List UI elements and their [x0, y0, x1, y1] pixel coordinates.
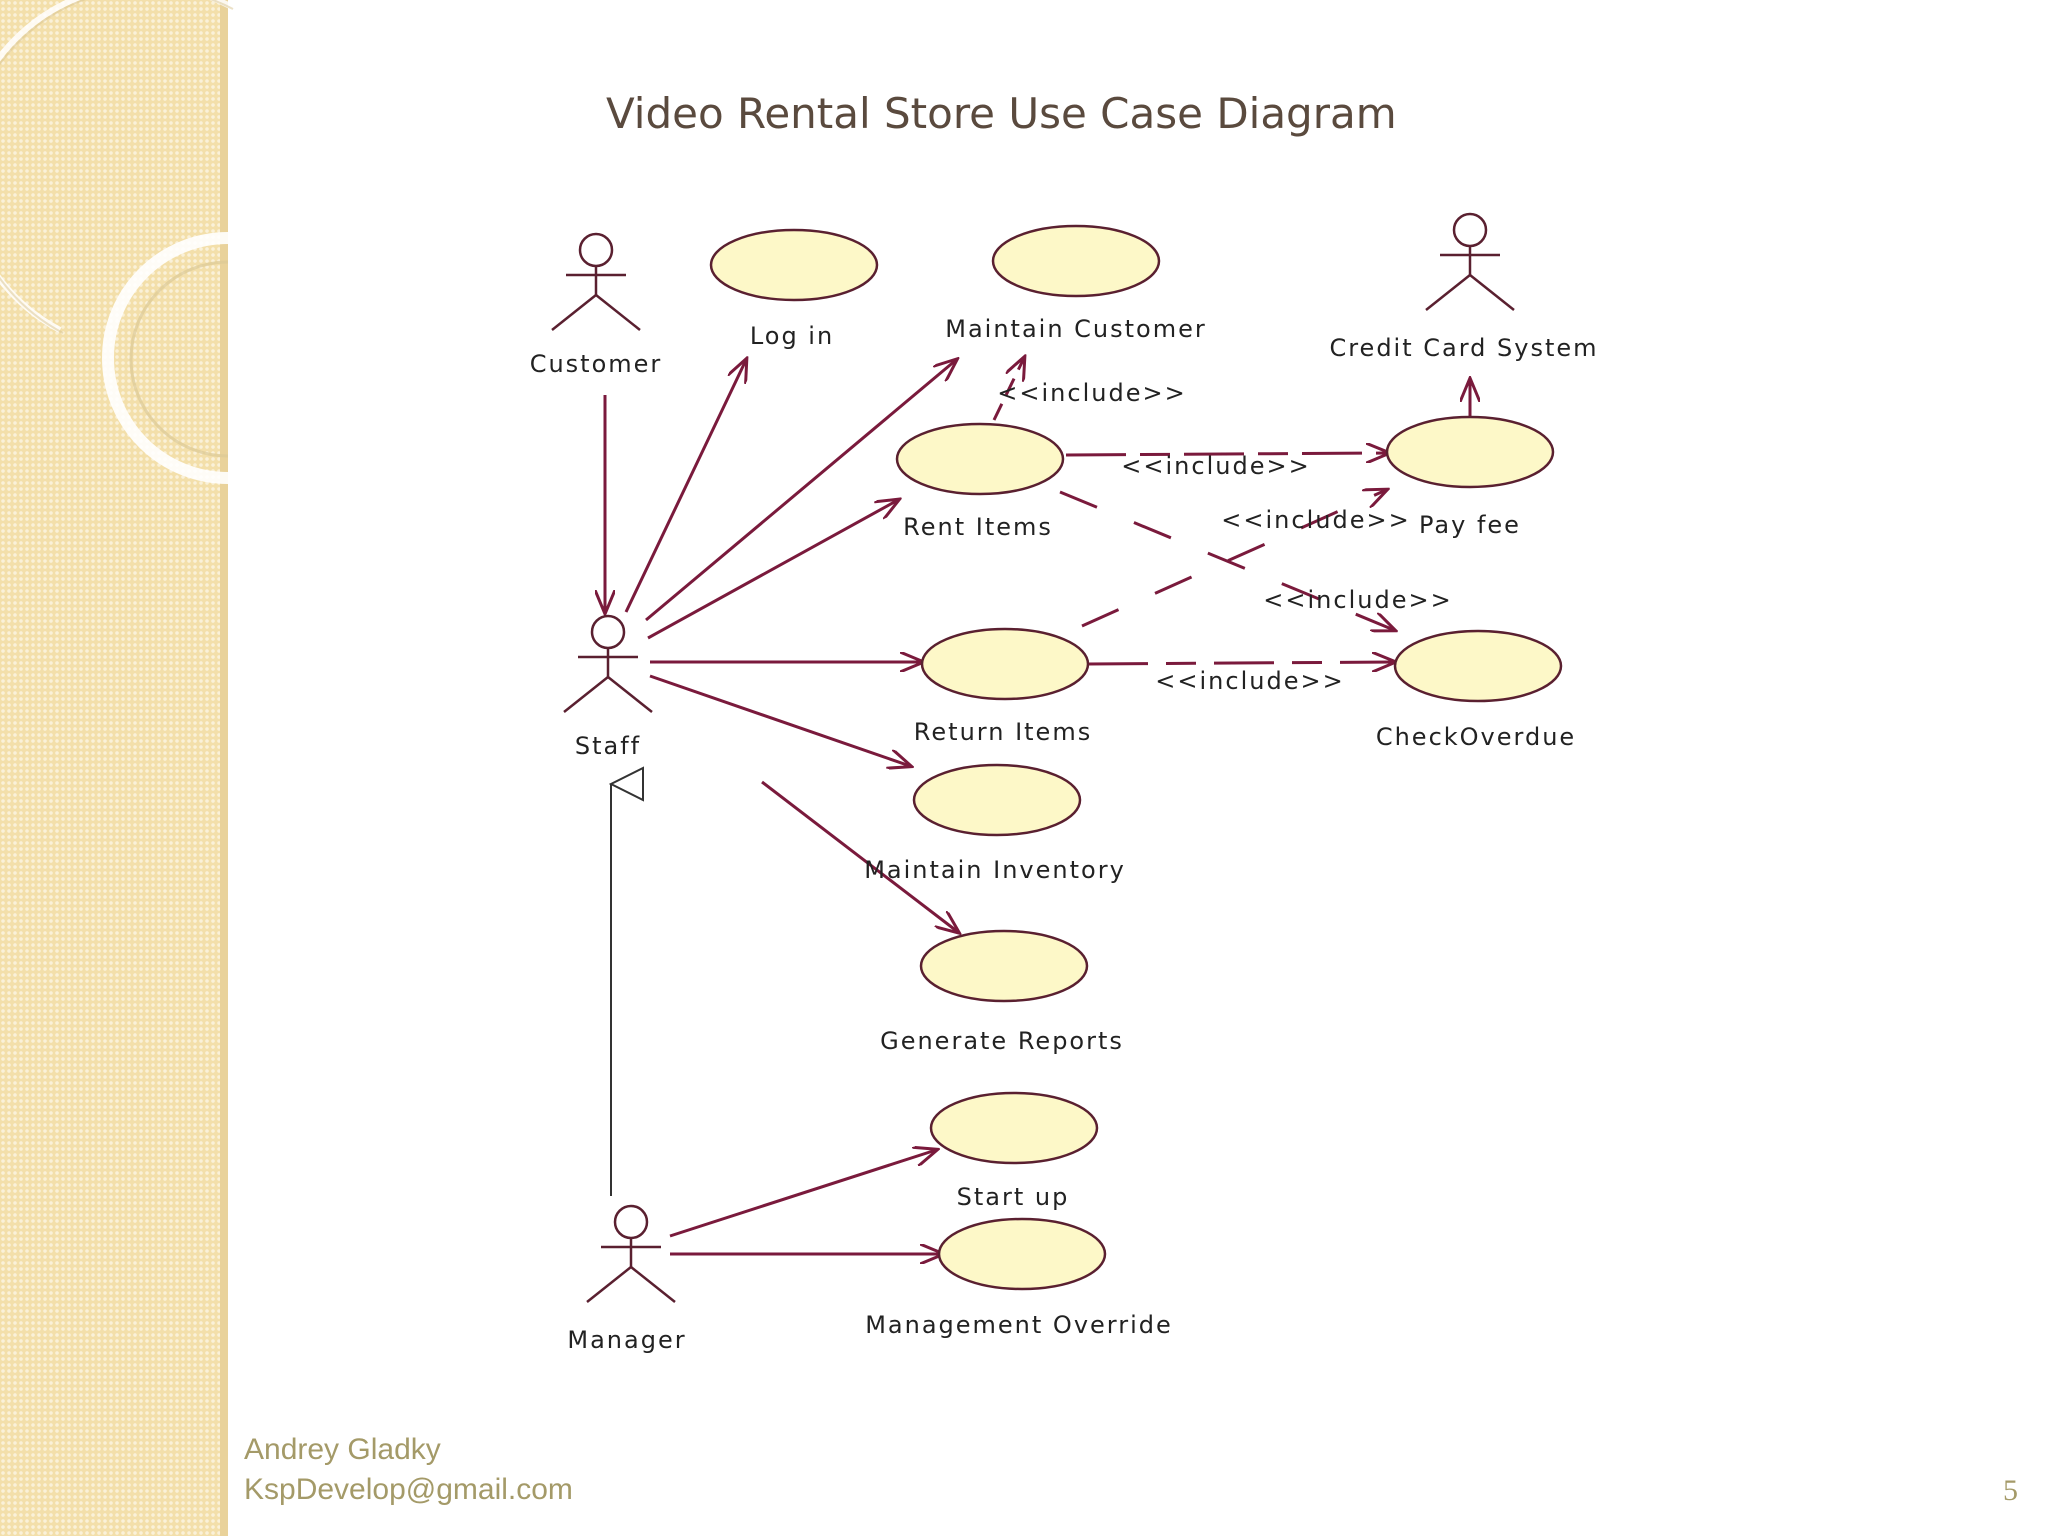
- staff-maintain-inventory-association: [649, 674, 910, 766]
- decorative-sidebar: [0, 0, 226, 1536]
- actor-label-customer: Customer: [530, 350, 663, 378]
- use-case-maintain-customer: [991, 224, 1161, 298]
- use-case-return-items: [920, 627, 1090, 701]
- use-case-rent-items: [895, 422, 1065, 496]
- use-case-generate-reports: [919, 929, 1089, 1003]
- use-case-label-start-up: Start up: [957, 1183, 1070, 1211]
- customer-actor-icon: [551, 232, 641, 331]
- decorative-rings: [0, 0, 234, 484]
- use-case-label-log-in: Log in: [750, 322, 834, 350]
- use-case-label-return-items: Return Items: [914, 718, 1092, 746]
- use-case-label-generate-reports: Generate Reports: [880, 1027, 1124, 1055]
- include-label-rent-check-overdue: <<include>>: [1263, 586, 1452, 614]
- staff-actor-icon: [563, 614, 653, 713]
- include-label-rent-pay-fee: <<include>>: [1121, 452, 1310, 480]
- staff-login-association: [624, 360, 746, 613]
- use-case-maintain-inventory: [912, 763, 1082, 837]
- use-case-start-up: [929, 1091, 1099, 1165]
- footer-email: KspDevelop@gmail.com: [244, 1473, 573, 1506]
- page-number: 5: [2003, 1474, 2018, 1507]
- use-case-label-rent-items: Rent Items: [903, 513, 1053, 541]
- staff-maintain-customer-association: [645, 360, 956, 622]
- rent-check-overdue-include: [1059, 490, 1394, 630]
- use-case-label-maintain-customer: Maintain Customer: [945, 315, 1207, 343]
- return-pay-fee-include: [1081, 490, 1386, 628]
- manager-start-up-association: [669, 1150, 936, 1238]
- sidebar-edge: [220, 0, 228, 1536]
- return-check-overdue-include: [1087, 662, 1394, 664]
- include-label-return-check-overdue: <<include>>: [1155, 667, 1344, 695]
- footer: Andrey Gladky KspDevelop@gmail.com: [244, 1430, 573, 1510]
- staff-generate-reports-association: [761, 780, 958, 932]
- use-case-management-override: [937, 1217, 1107, 1291]
- rent-pay-fee-include: [1065, 453, 1388, 455]
- actor-label-manager: Manager: [567, 1326, 686, 1354]
- diagram-title: Video Rental Store Use Case Diagram: [606, 89, 1397, 138]
- rent-maintain-customer-include: [992, 358, 1024, 421]
- actor-label-staff: Staff: [575, 732, 641, 760]
- use-case-label-pay-fee: Pay fee: [1419, 511, 1521, 539]
- credit-card-system-actor-icon: [1425, 212, 1515, 311]
- use-case-pay-fee: [1385, 415, 1555, 489]
- use-case-log-in: [709, 228, 879, 302]
- actor-label-credit-card-system: Credit Card System: [1329, 334, 1598, 362]
- staff-rent-items-association: [647, 500, 898, 640]
- footer-author: Andrey Gladky: [244, 1433, 441, 1466]
- include-label-return-pay-fee: <<include>>: [1221, 506, 1410, 534]
- use-case-label-check-overdue: CheckOverdue: [1376, 723, 1576, 751]
- manager-actor-icon: [586, 1204, 676, 1303]
- use-case-label-maintain-inventory: Maintain Inventory: [864, 856, 1126, 884]
- include-label-rent-maintain-customer: <<include>>: [997, 379, 1186, 407]
- use-case-check-overdue: [1393, 629, 1563, 703]
- use-case-label-management-override: Management Override: [865, 1311, 1173, 1339]
